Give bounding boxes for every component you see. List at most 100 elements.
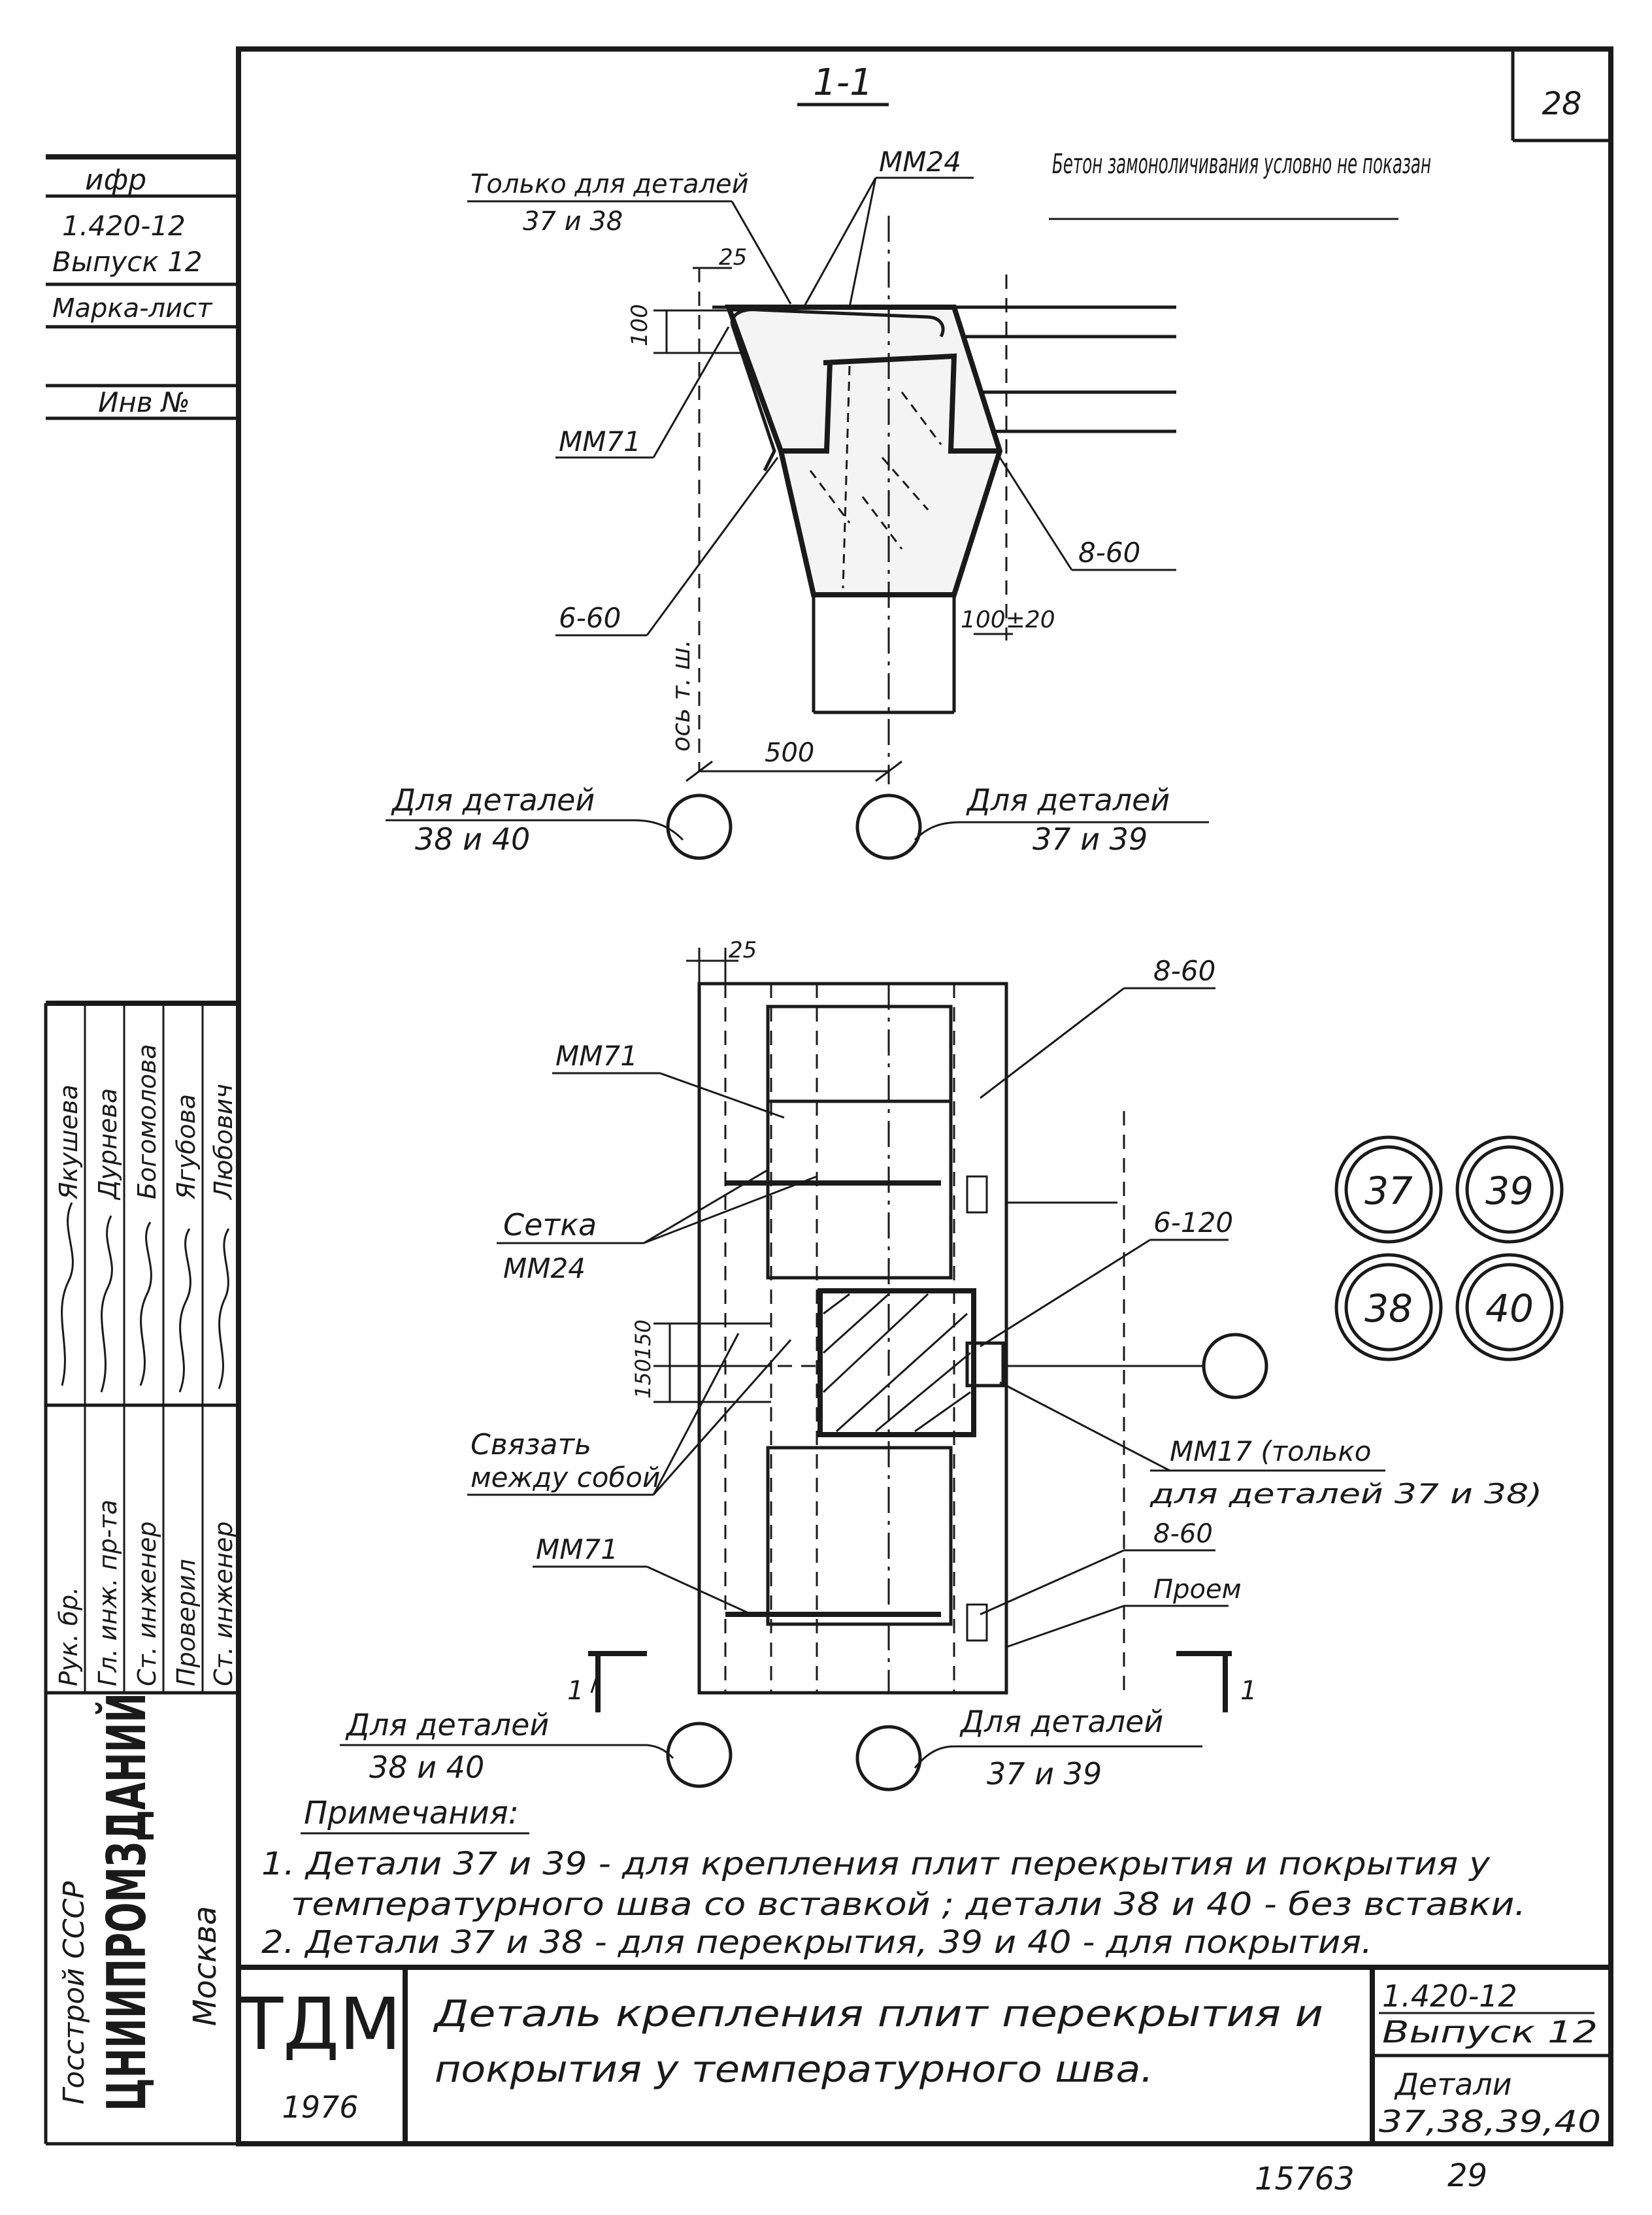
title-line-2: покрытия у температурного шва. [435, 2048, 1153, 2091]
strip-issue: Выпуск 12 [52, 246, 203, 278]
detail-circle-39: 39 [1485, 1169, 1534, 1213]
plan-view [660, 982, 1202, 1695]
role-3: Ст. инженер [133, 1522, 161, 1686]
plan-setka-leader-2 [643, 1175, 818, 1244]
role-1: Рук. бр. [54, 1587, 83, 1686]
plan-left-detail-circle [666, 1722, 733, 1788]
only-for-leader [731, 201, 792, 305]
plan-right-circle [1202, 1333, 1268, 1399]
cut-marker-right [1176, 1651, 1232, 1712]
plan-label-mm17-2: для деталей 37 и 38) [1149, 1478, 1542, 1510]
plan-right-detail-1: Для деталей [959, 1704, 1163, 1739]
plan-8-60-bottom-leader [980, 1549, 1125, 1616]
strip-inv-no: Инв № [98, 386, 190, 418]
dim-100-20: 100±20 [961, 607, 1055, 633]
section-right-detail-2: 37 и 39 [1032, 822, 1148, 857]
label-mm24-top: ММ24 [879, 146, 961, 178]
title-details-numbers: 37,38,39,40 [1379, 2104, 1601, 2139]
plan-label-svyazat-2: между собой [471, 1461, 660, 1493]
role-4: Проверил [172, 1559, 201, 1686]
section-title: 1-1 [813, 61, 872, 104]
section-left-detail-leader [633, 819, 684, 841]
cut-left-label: 1 [567, 1676, 584, 1706]
plan-label-proem: Проем [1153, 1574, 1242, 1605]
sheet-frame [236, 46, 1613, 2146]
title-year: 1976 [282, 2090, 358, 2125]
bottom-number-left: 15763 [1255, 2161, 1355, 2197]
signature-names: Якушева Дурнева Богомолова Ягубова Любов… [54, 1044, 238, 1201]
title-issue: Выпуск 12 [1382, 2014, 1598, 2050]
dim-150-a: 150 [631, 1359, 655, 1399]
plan-label-8-60-top: 8-60 [1153, 955, 1215, 987]
plan-label-8-60-bottom: 8-60 [1153, 1519, 1213, 1549]
label-8-60-section: 8-60 [1078, 537, 1140, 569]
role-2: Гл. инж. пр-та [93, 1499, 122, 1686]
mm24-leader-1 [802, 177, 877, 308]
mm71-leader [652, 326, 730, 458]
plan-label-svyazat-1: Связать [471, 1428, 591, 1461]
plan-6-120-leader [980, 1239, 1151, 1348]
dim-25-plan: 25 [729, 937, 757, 963]
section-right-detail-leader [914, 821, 961, 841]
plan-mm71-bottom-leader [646, 1565, 752, 1616]
page-number: 28 [1542, 86, 1581, 122]
title-series: 1.420-12 [1382, 1978, 1517, 2014]
label-6-60: 6-60 [559, 602, 621, 634]
tdm-logo: ТДМ [239, 1982, 401, 2066]
signature-marks [61, 1202, 230, 1393]
section-left-detail-circle [666, 793, 733, 860]
detail-circle-40: 40 [1485, 1286, 1534, 1331]
6-60-leader [646, 457, 779, 636]
strip-mark-sheet: Марка-лист [52, 293, 213, 324]
dim-150-b: 150 [631, 1320, 655, 1359]
plan-setka-leader-1 [643, 1169, 768, 1244]
note-1-line-1: 1. Детали 37 и 39 - для крепления плит п… [261, 1846, 1491, 1882]
detail-circle-37: 37 [1364, 1169, 1413, 1213]
plan-svyazat-leader-2 [652, 1339, 792, 1495]
section-left-detail-2: 38 и 40 [415, 822, 530, 857]
gosstroy-label: Госстрой СССР [58, 1881, 91, 2105]
title-block [239, 1965, 1611, 2144]
column-below [812, 595, 956, 714]
cut-right-label: 1 [1240, 1676, 1257, 1706]
strip-box-1: ифр [85, 163, 146, 197]
dim-25-section: 25 [719, 244, 747, 271]
plan-mm71-top-leader [659, 1072, 785, 1119]
detail-circle-38: 38 [1364, 1286, 1413, 1331]
name-2: Дурнева [93, 1088, 122, 1201]
plan-left-detail-1: Для деталей [345, 1707, 549, 1742]
section-right-detail-1: Для деталей [966, 782, 1170, 818]
only-for-2: 37 и 38 [523, 207, 623, 237]
name-5: Любович [209, 1084, 238, 1201]
signature-roles: Рук. бр. Гл. инж. пр-та Ст. инженер Пров… [54, 1499, 238, 1686]
plan-left-detail-2: 38 и 40 [369, 1750, 484, 1785]
note-1-line-2: температурного шва со вставкой ; детали … [291, 1886, 1526, 1923]
name-3: Богомолова [133, 1044, 161, 1199]
name-4: Ягубова [172, 1094, 201, 1200]
cut-marker-left [588, 1651, 647, 1712]
left-strip [44, 154, 239, 2146]
plan-8-60-top-leader [980, 987, 1125, 1099]
detail-circles [1334, 1135, 1564, 1361]
plan-svyazat-leader-1 [652, 1333, 740, 1495]
role-5: Ст. инженер [209, 1522, 238, 1686]
section-dimensions [653, 216, 1013, 784]
plan-proem-leader [1006, 1605, 1125, 1648]
title-line-1: Деталь крепления плит перекрытия и [432, 1993, 1323, 2035]
plan-left-detail-leader [646, 1744, 674, 1759]
plan-right-detail-circle [855, 1725, 922, 1791]
plan-right-detail-2: 37 и 39 [987, 1756, 1102, 1791]
title-details-label: Детали [1394, 2067, 1512, 2102]
strip-series: 1.420-12 [62, 210, 186, 242]
label-mm71-section: ММ71 [559, 425, 641, 458]
note-top-1: Бетон замоноличивания условно не показан [1052, 148, 1431, 180]
plan-mm17-leader [999, 1381, 1170, 1472]
axis-label: ось т. ш. [667, 639, 695, 752]
city-label: Москва [187, 1906, 223, 2026]
institute-name: ЦНИИПРОМЗДАНИЙ [95, 1693, 158, 2111]
notes-heading: Примечания: [304, 1795, 519, 1831]
plan-label-setka-1: Сетка [503, 1207, 597, 1242]
plan-label-setka-2: ММ24 [503, 1252, 586, 1284]
dim-500: 500 [765, 738, 814, 768]
